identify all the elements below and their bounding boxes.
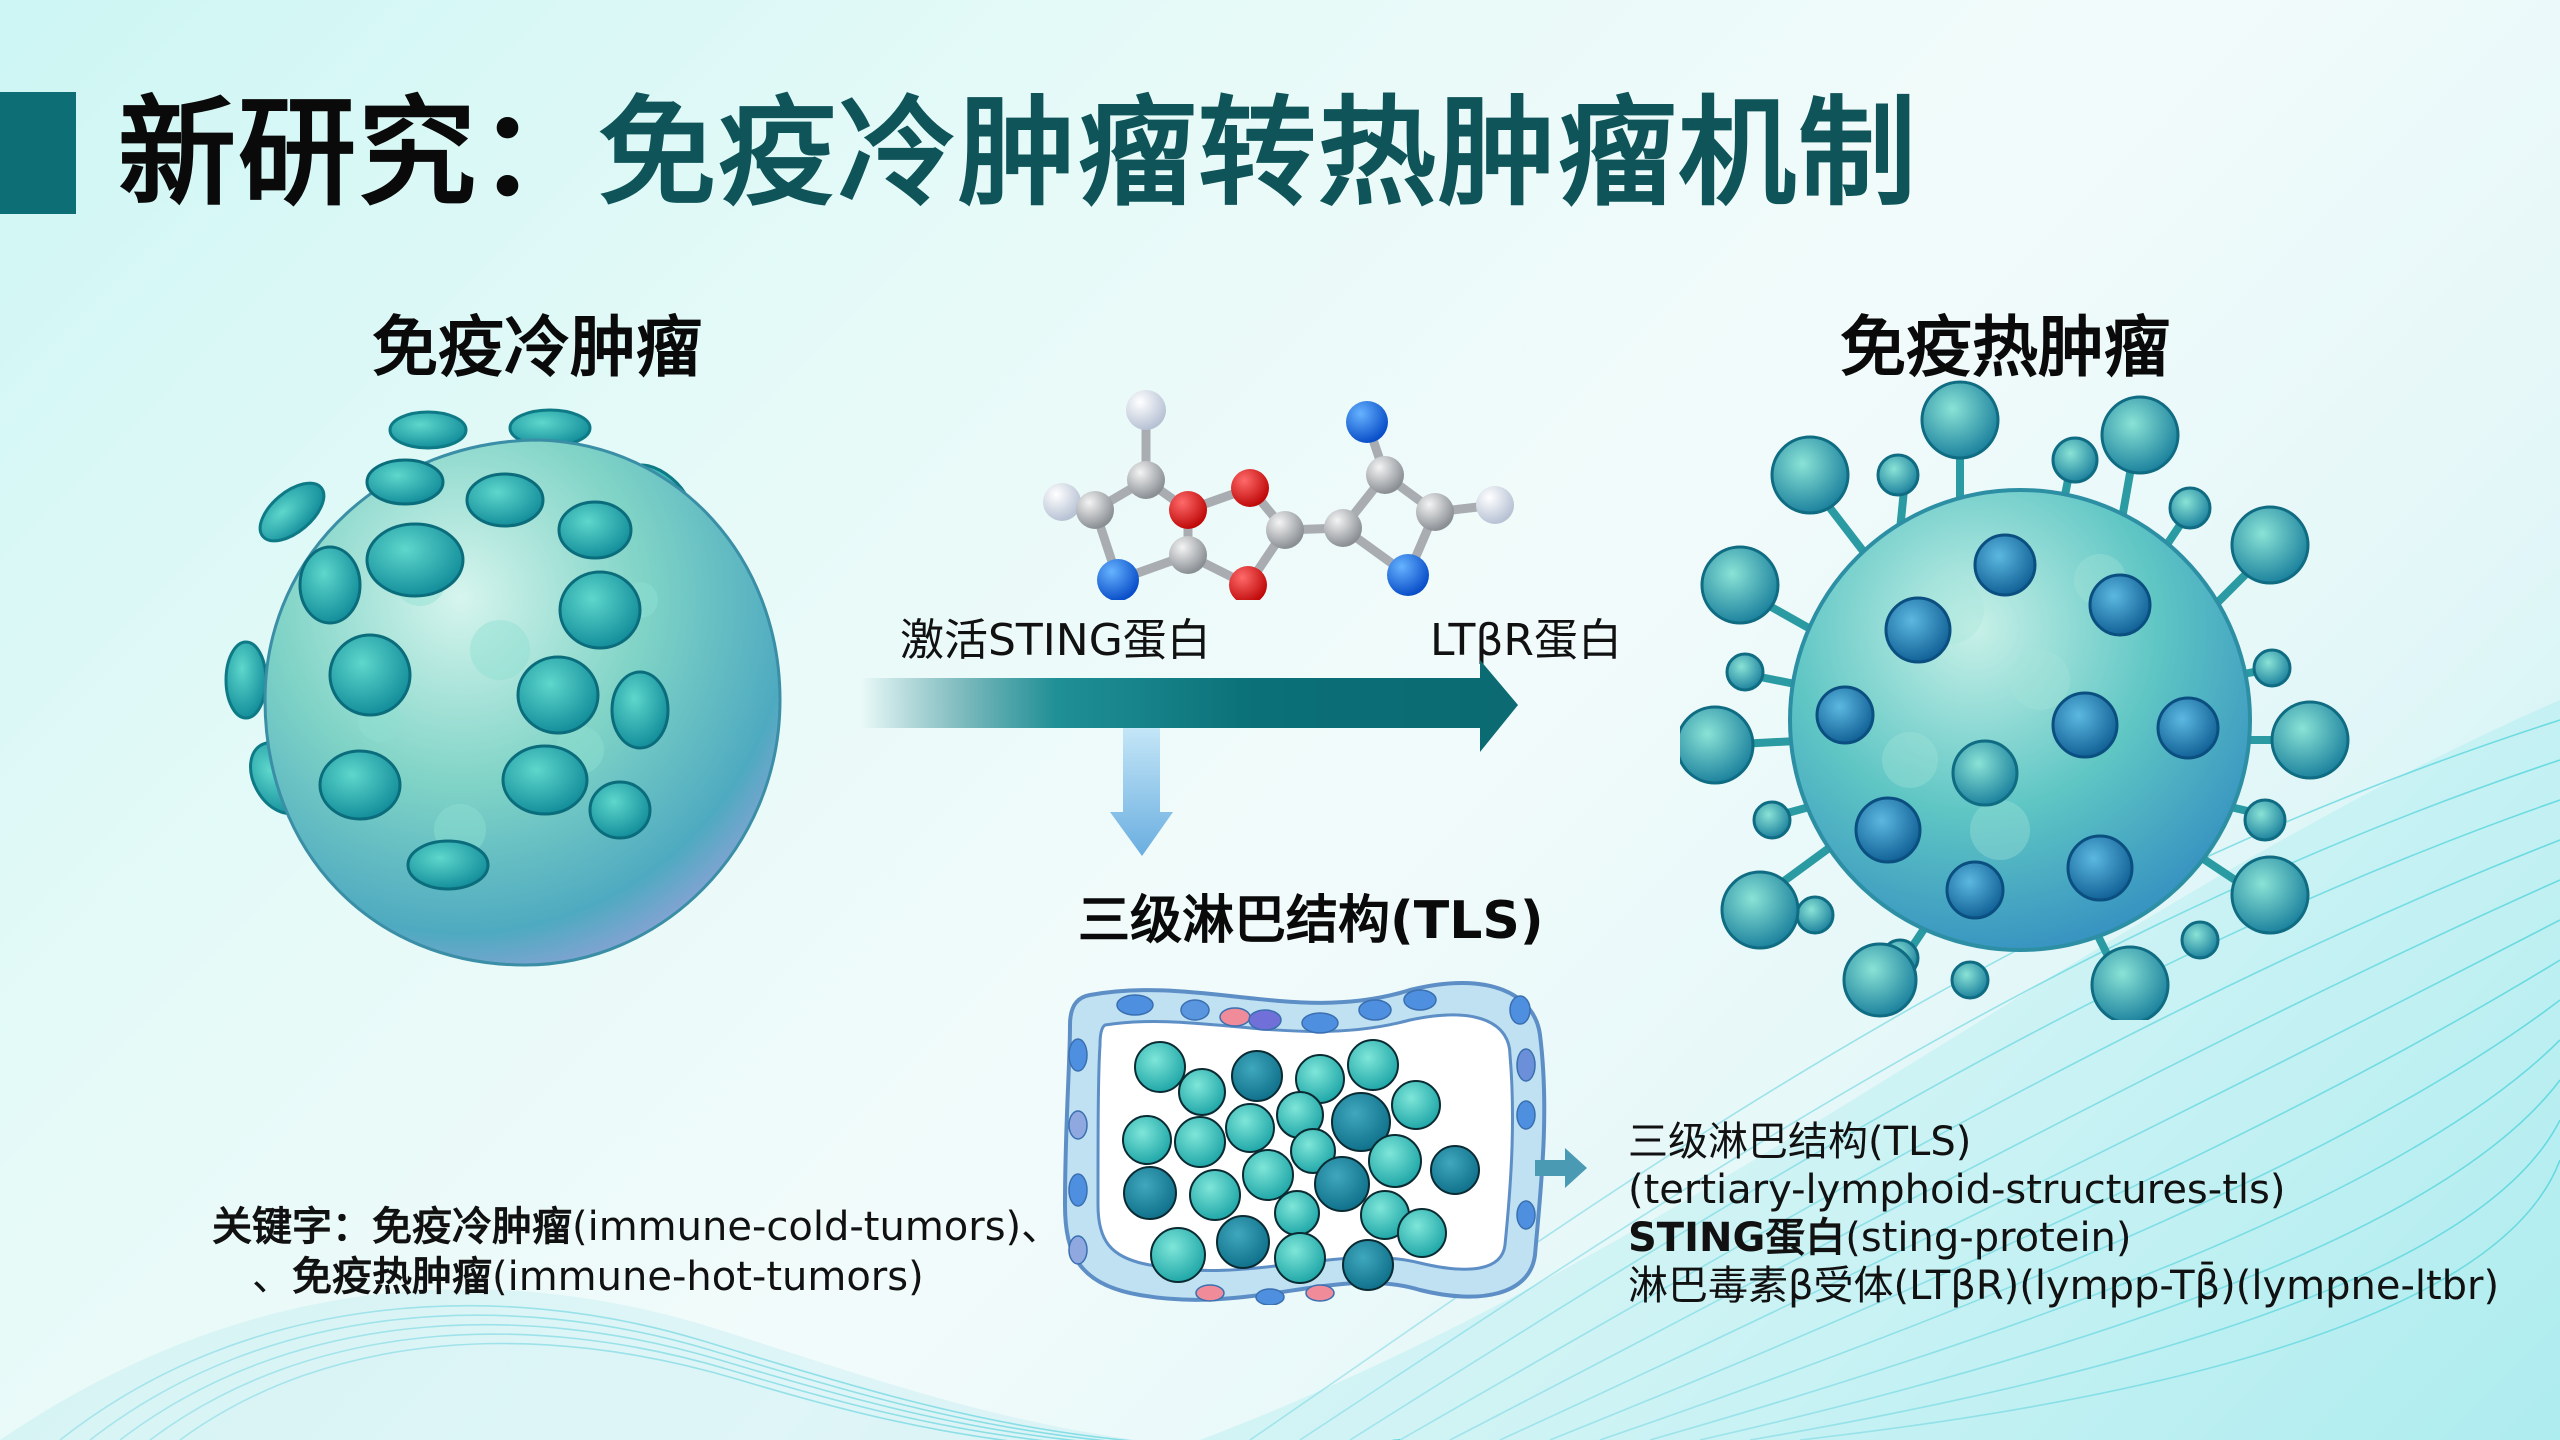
sting-agonist-molecule-icon: [1043, 390, 1514, 600]
right-arrow-icon: [1535, 1148, 1587, 1188]
term-sting-en: (sting-protein): [1845, 1215, 2132, 1261]
page-title: 新研究：免疫冷肿瘤转热肿瘤机制: [118, 78, 1918, 228]
tertiary-lymphoid-structure-icon: [1062, 981, 1547, 1305]
keyword-hot-cn: 免疫热肿瘤: [292, 1254, 492, 1300]
title-accent-bar: [0, 92, 76, 214]
keyword-sep: 、: [252, 1254, 292, 1300]
keywords-line-1: 关键字：免疫冷肿瘤(immune-cold-tumors)、: [212, 1202, 1061, 1252]
terms-block: 三级淋巴结构(TLS) (tertiary-lymphoid-structure…: [1628, 1118, 2499, 1310]
arrow-label-ltbr: LTβR蛋白: [1430, 615, 1622, 666]
cold-tumor-cell-icon: [224, 408, 782, 967]
keyword-cold-cn: 免疫冷肿瘤: [372, 1204, 572, 1250]
keywords-line-2: 、免疫热肿瘤(immune-hot-tumors): [212, 1252, 1061, 1302]
cold-tumor-label: 免疫冷肿瘤: [372, 309, 702, 386]
title-prefix: 新研究：: [118, 84, 599, 222]
tls-title: 三级淋巴结构(TLS): [1078, 891, 1544, 951]
hot-tumor-label: 免疫热肿瘤: [1840, 309, 2170, 386]
term-sting-bold: STING蛋白: [1628, 1215, 1846, 1261]
term-tls-en: (tertiary-lymphoid-structures-tls): [1628, 1167, 2286, 1213]
term-tls-cn: 三级淋巴结构(TLS): [1628, 1119, 1972, 1165]
keywords-block: 关键字：免疫冷肿瘤(immune-cold-tumors)、 、免疫热肿瘤(im…: [212, 1202, 1061, 1302]
title-main: 免疫冷肿瘤转热肿瘤机制: [598, 84, 1919, 222]
hot-tumor-cell-icon: [1680, 380, 2350, 1020]
transition-arrow-icon: [860, 660, 1518, 856]
term-sting: STING蛋白(sting-protein): [1628, 1214, 2499, 1262]
keywords-label: 关键字：: [212, 1204, 372, 1250]
keyword-hot-en: (immune-hot-tumors): [492, 1254, 924, 1300]
arrow-label-sting: 激活STING蛋白: [900, 615, 1211, 666]
keyword-cold-en: (immune-cold-tumors)、: [572, 1204, 1062, 1250]
term-ltbr: 淋巴毒素β受体(LTβR)(lympp-Tβ̄)(lympne-ltbr): [1628, 1263, 2500, 1309]
